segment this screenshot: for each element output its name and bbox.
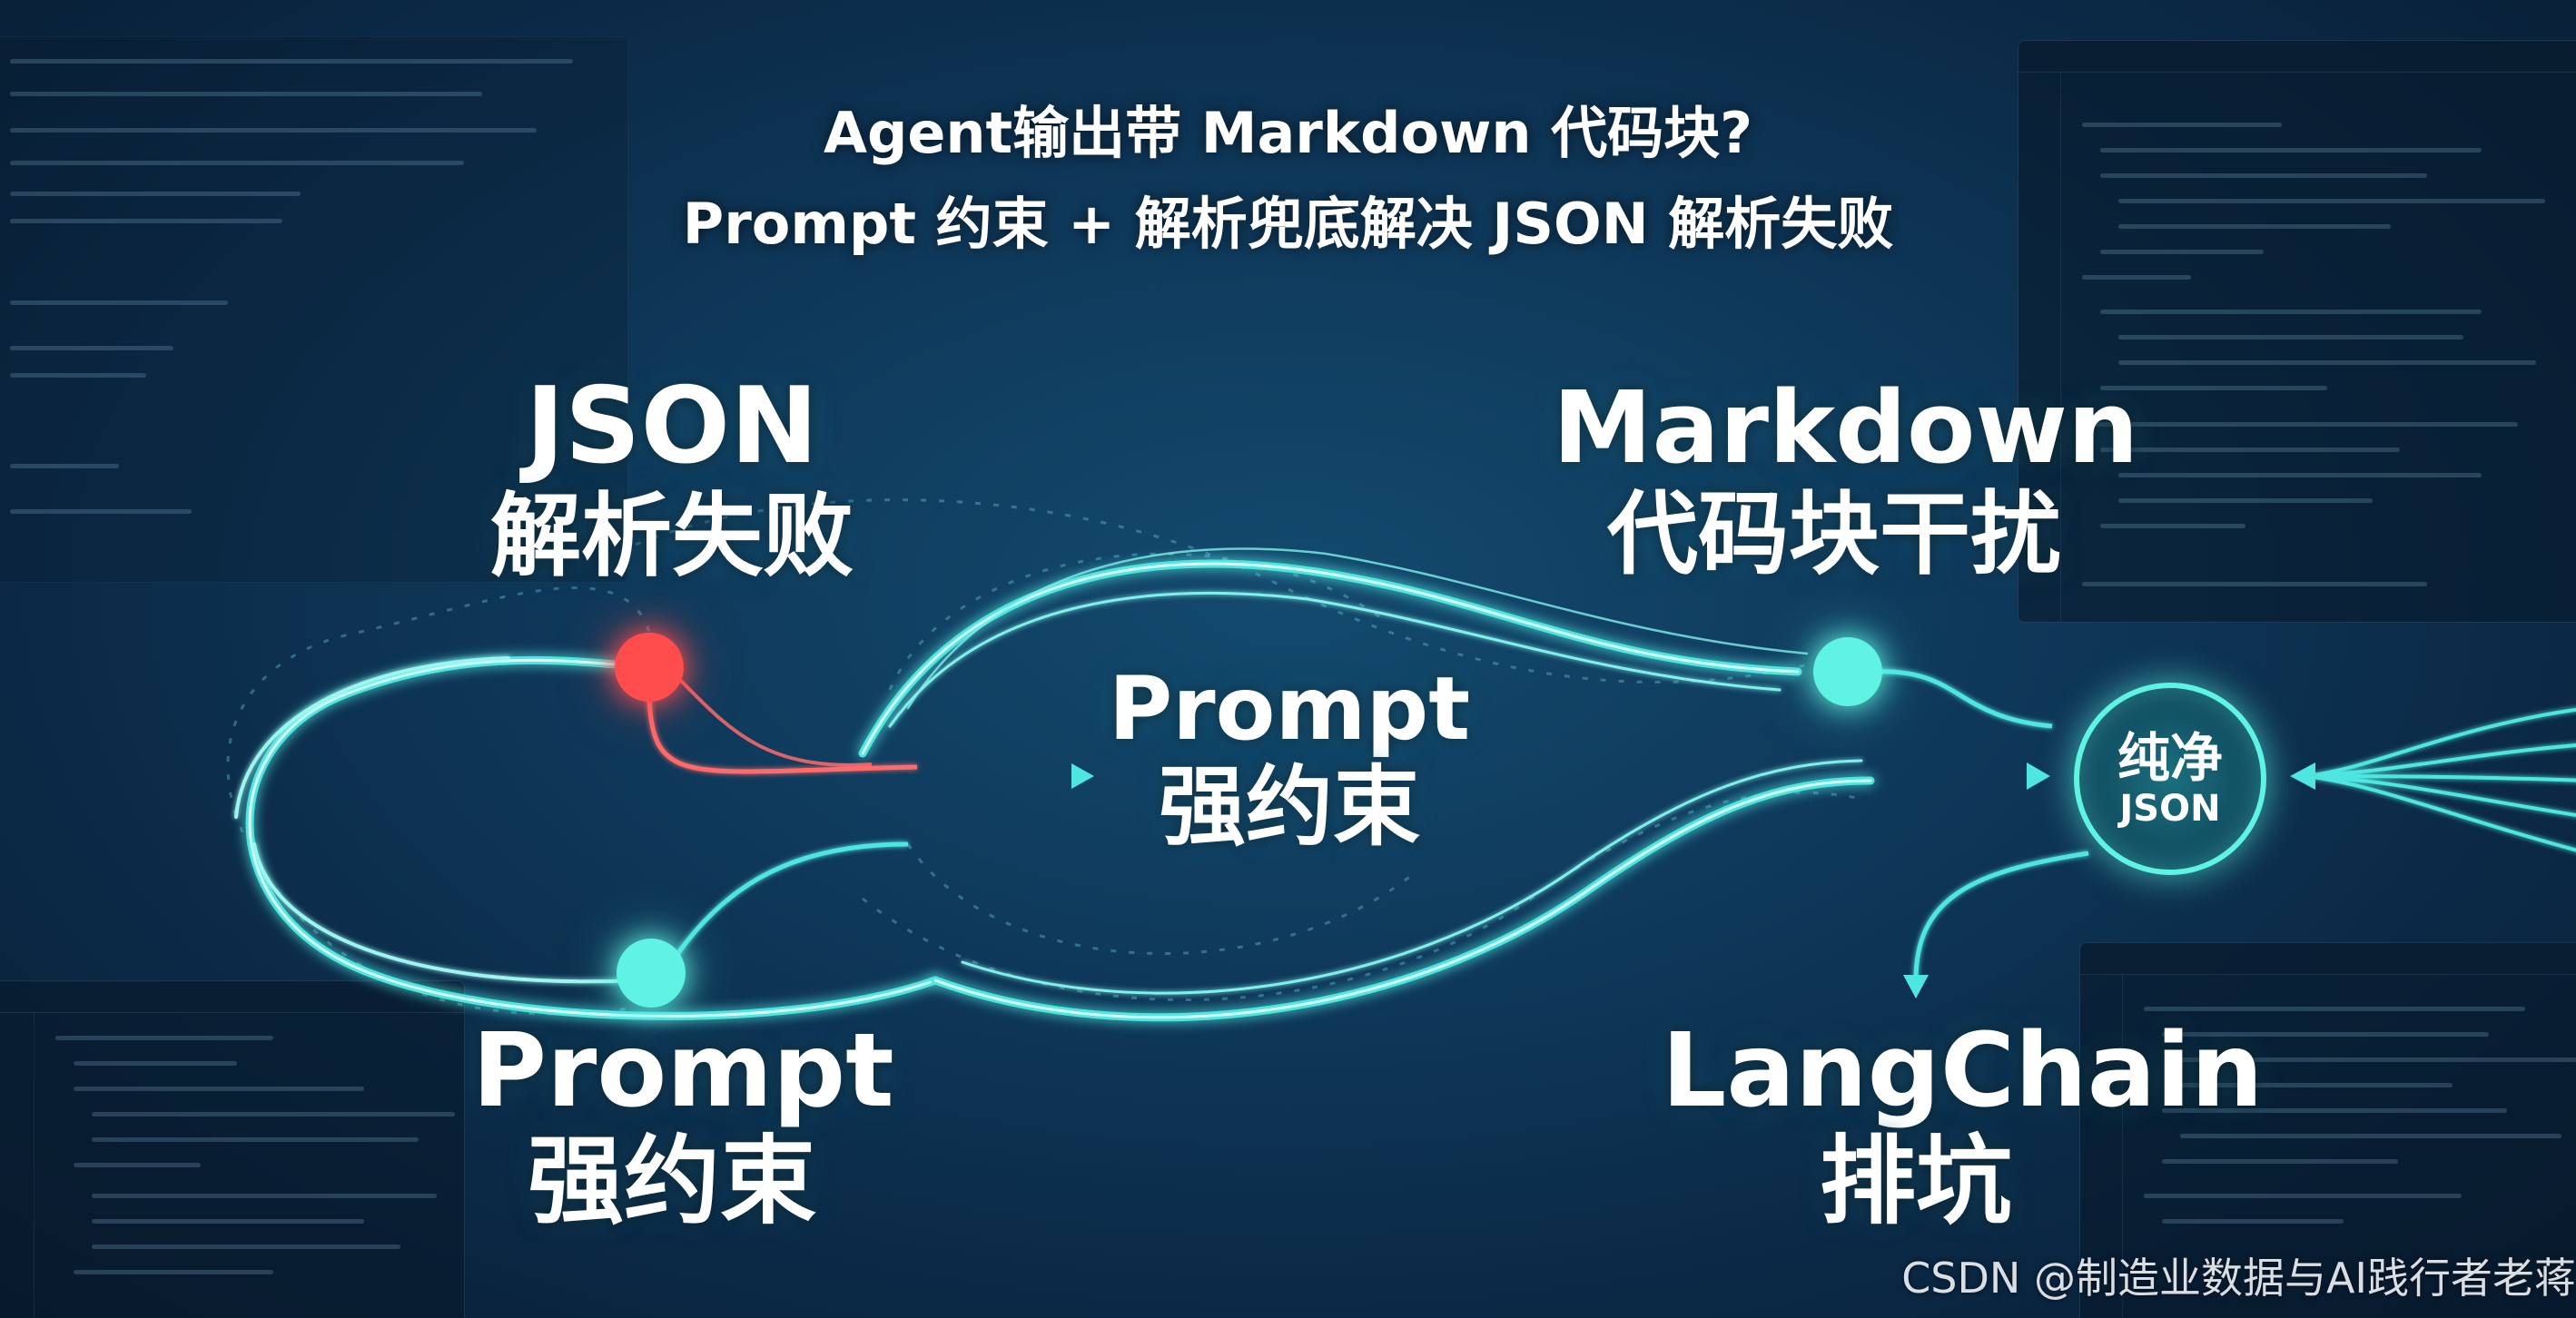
label-json-fail: JSON 解析失败 <box>472 368 872 587</box>
prompt-bottom-node <box>617 939 686 1008</box>
arrow-right-icon <box>899 763 1094 789</box>
error-connector <box>646 698 918 774</box>
watermark: CSDN @制造业数据与AI践行者老蒋 <box>1901 1254 2576 1303</box>
dashed-rings <box>226 498 1862 1016</box>
label-prompt-center-line2: 强约束 <box>1159 755 1420 858</box>
arrow-down-icon <box>1903 851 2089 998</box>
prompt-bottom-connector <box>669 841 909 964</box>
code-panel-top-left <box>0 36 628 583</box>
main-loop <box>234 547 1875 1022</box>
label-prompt-bottom-line2: 强约束 <box>528 1126 816 1238</box>
markdown-node <box>1813 637 1882 706</box>
label-langchain-line1: LangChain <box>1662 1012 2264 1130</box>
badge-line1: 纯净 <box>2117 726 2223 789</box>
code-panel-top-right <box>2018 40 2576 623</box>
badge-line2: JSON <box>2119 788 2221 831</box>
arrow-right-icon <box>1489 762 2050 790</box>
arrow-left-icon <box>2305 707 2576 852</box>
label-markdown: Markdown 代码块干扰 <box>1553 369 2139 588</box>
code-panel-bottom-left <box>0 980 465 1318</box>
label-markdown-line1: Markdown <box>1553 369 2139 486</box>
label-prompt-bottom-line1: Prompt <box>472 1012 894 1130</box>
label-json-fail-line1: JSON <box>525 365 819 487</box>
arrow-left-icon <box>2290 762 2315 790</box>
label-langchain-line2: 排坑 <box>1820 1126 2012 1238</box>
label-prompt-center: Prompt 强约束 <box>1090 658 1489 858</box>
page-title-line1: Agent输出带 Markdown 代码块? <box>823 100 1753 166</box>
error-connector-bend <box>675 674 873 767</box>
label-json-fail-line2: 解析失败 <box>490 482 854 589</box>
label-langchain: LangChain 排坑 <box>1662 1012 2264 1238</box>
label-prompt-center-line1: Prompt <box>1108 658 1471 760</box>
label-prompt-bottom: Prompt 强约束 <box>472 1012 894 1238</box>
label-markdown-line2: 代码块干扰 <box>1607 481 2061 588</box>
markdown-connector <box>1870 669 2053 729</box>
error-node <box>615 633 684 702</box>
page-title-line2: Prompt 约束 + 解析兜底解决 JSON 解析失败 <box>682 191 1894 257</box>
clean-json-badge: 纯净 JSON <box>2074 683 2266 875</box>
code-panel-bottom-right <box>2079 942 2576 1318</box>
